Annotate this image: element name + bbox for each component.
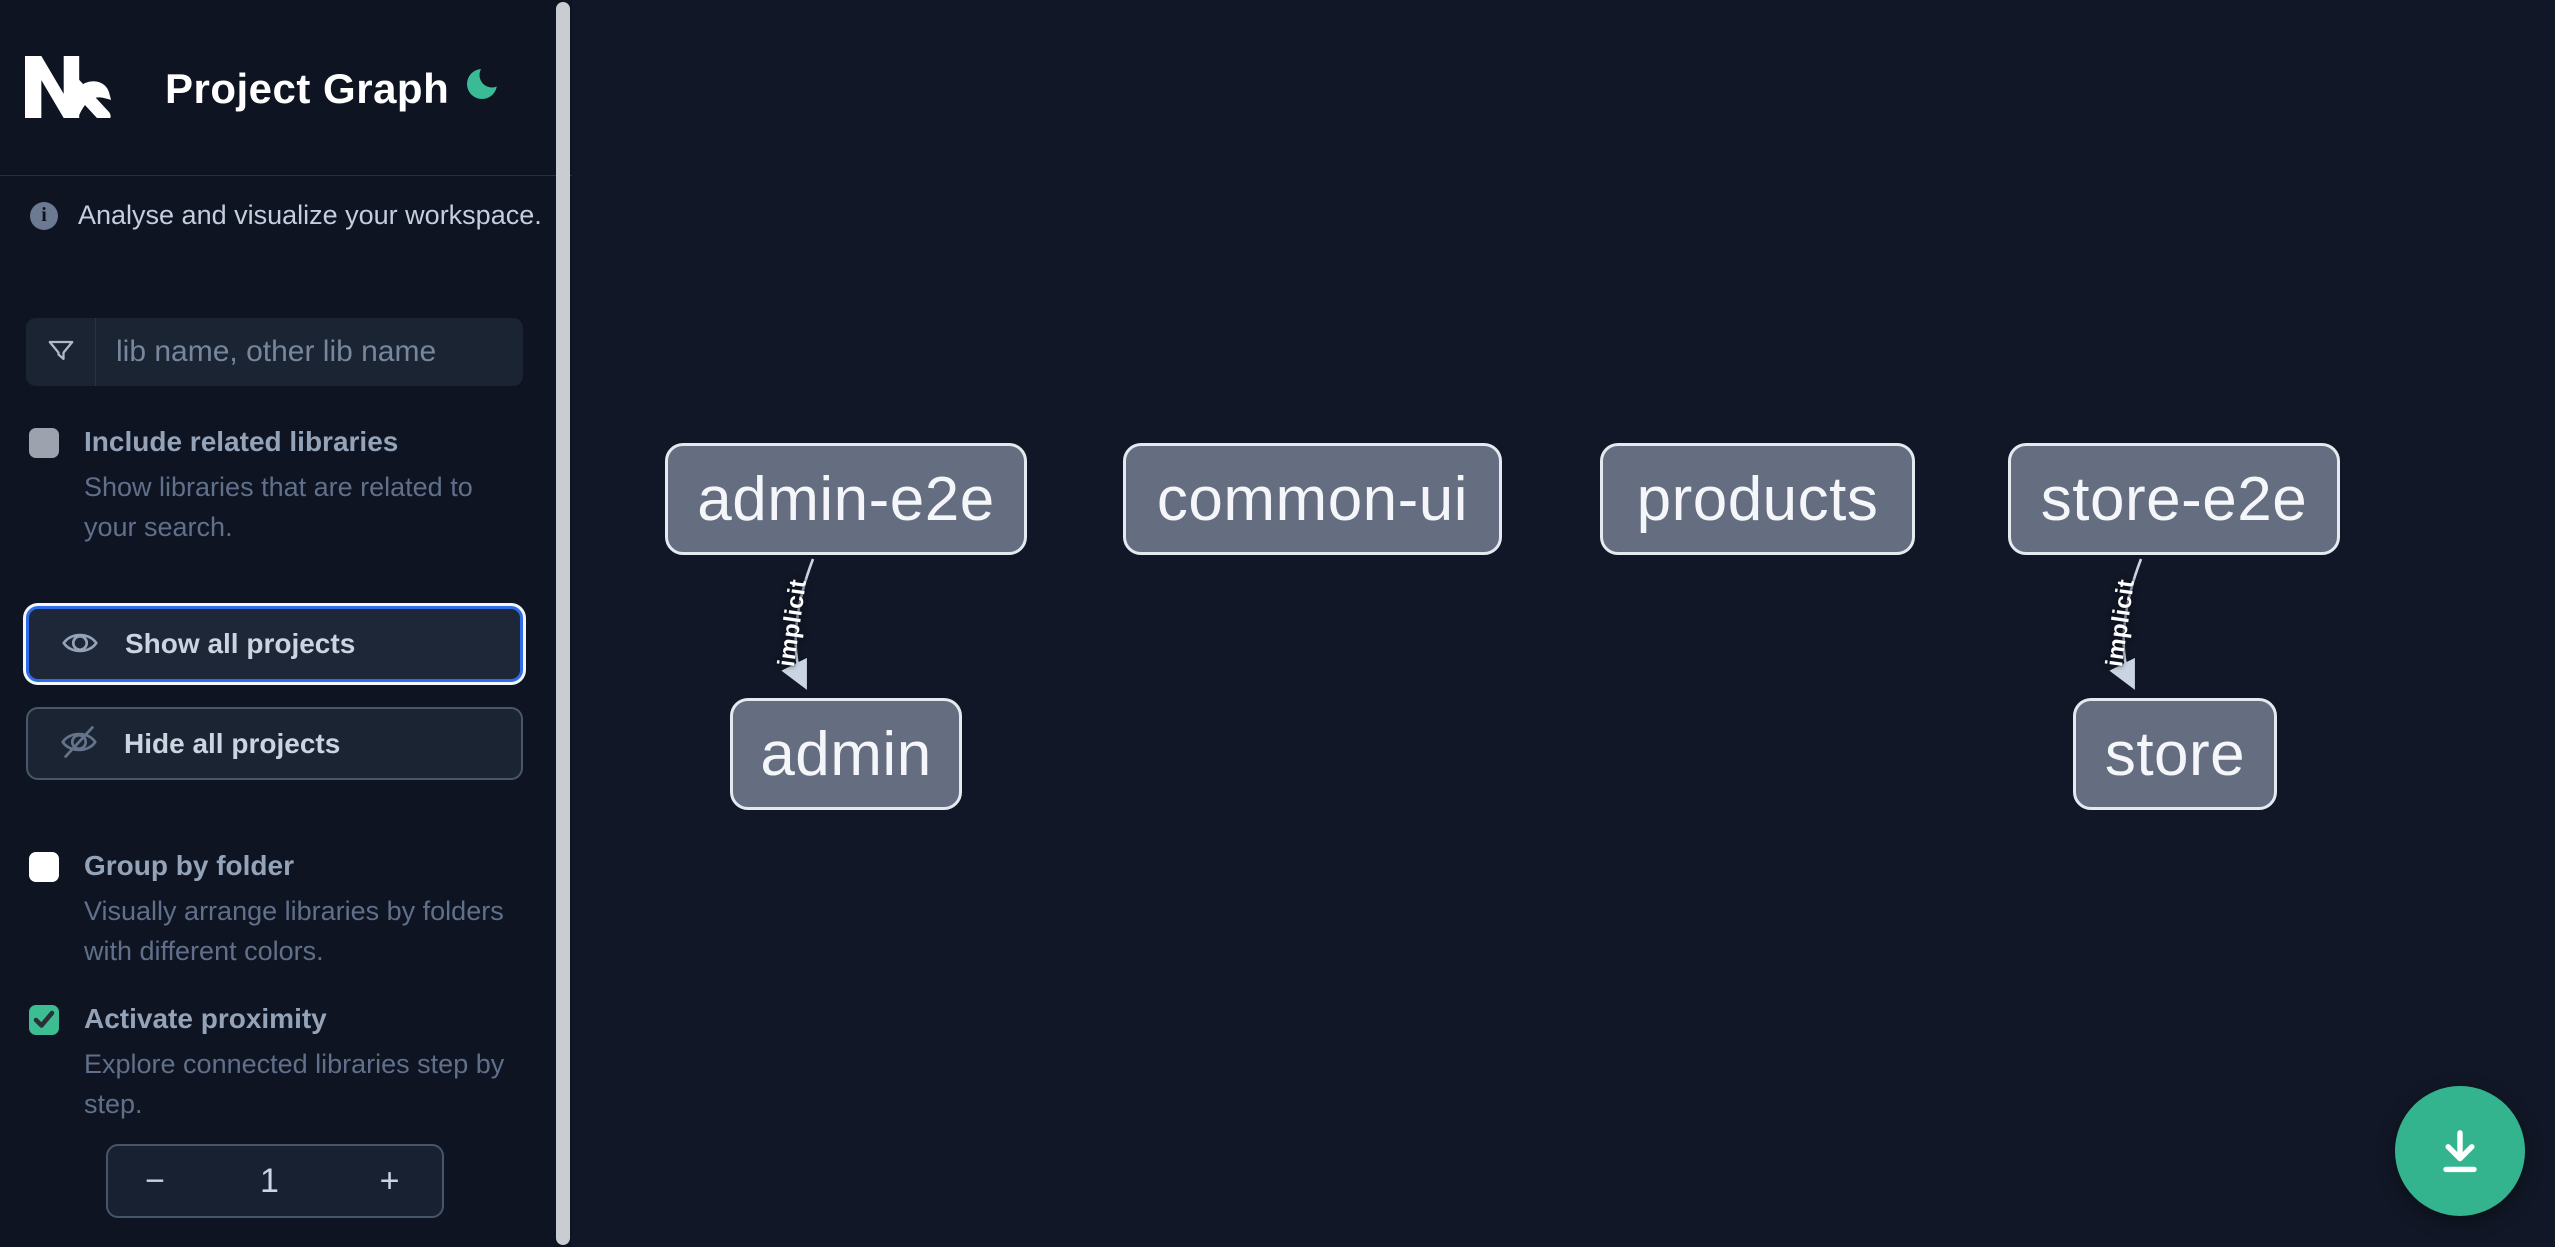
hide-all-projects-button[interactable]: Hide all projects [26,707,523,780]
graph-node-admin-e2e[interactable]: admin-e2e [665,443,1027,555]
edge-label-implicit-store[interactable]: implicit [2101,577,2140,669]
theme-toggle-button[interactable] [464,62,505,104]
increment-button[interactable]: + [337,1146,442,1216]
download-graph-button[interactable] [2395,1086,2525,1216]
workspace-intro: i Analyse and visualize your workspace. [30,200,542,231]
graph-node-store[interactable]: store [2073,698,2277,810]
group-by-folder-description: Visually arrange libraries by folders wi… [84,896,504,966]
hide-all-projects-label: Hide all projects [124,727,341,759]
download-icon [2432,1122,2488,1181]
option-include-related: Include related libraries Show libraries… [29,427,516,547]
group-by-folder-checkbox[interactable] [29,852,59,882]
graph-node-products[interactable]: products [1600,443,1915,555]
page-title: Project Graph [165,65,450,112]
proximity-depth-stepper: − 1 + [106,1144,444,1218]
eye-icon [61,624,99,665]
proximity-depth-value[interactable]: 1 [260,1161,279,1200]
filter-funnel-icon [26,318,96,386]
graph-node-admin[interactable]: admin [730,698,962,810]
option-group-by-folder: Group by folder Visually arrange librari… [29,851,516,971]
include-related-description: Show libraries that are related to your … [84,472,473,542]
search-input[interactable] [96,318,523,386]
group-by-folder-label: Group by folder [84,850,294,881]
sidebar-header: Project Graph [0,0,572,176]
sidebar: Project Graph i Analyse and visualize yo… [0,0,572,1247]
include-related-label: Include related libraries [84,426,399,457]
show-all-projects-label: Show all projects [125,628,356,659]
graph-node-store-e2e[interactable]: store-e2e [2008,443,2340,555]
option-activate-proximity: Activate proximity Explore connected lib… [29,1004,516,1124]
activate-proximity-label: Activate proximity [84,1003,327,1034]
moon-icon [466,62,505,104]
activate-proximity-description: Explore connected libraries step by step… [84,1049,505,1119]
filter-search-box [26,318,523,386]
info-icon: i [30,201,58,230]
graph-node-common-ui[interactable]: common-ui [1123,443,1502,555]
checkmark-icon [32,1007,56,1034]
activate-proximity-checkbox[interactable] [29,1005,59,1035]
intro-text: Analyse and visualize your workspace. [78,200,542,230]
decrement-button[interactable]: − [108,1146,202,1216]
include-related-checkbox[interactable] [29,428,59,458]
nx-logo [25,56,112,123]
show-all-projects-button[interactable]: Show all projects [26,606,523,682]
eye-off-icon [60,723,98,764]
edge-label-implicit-admin[interactable]: implicit [773,577,812,669]
sidebar-scrollbar[interactable] [556,2,570,1245]
